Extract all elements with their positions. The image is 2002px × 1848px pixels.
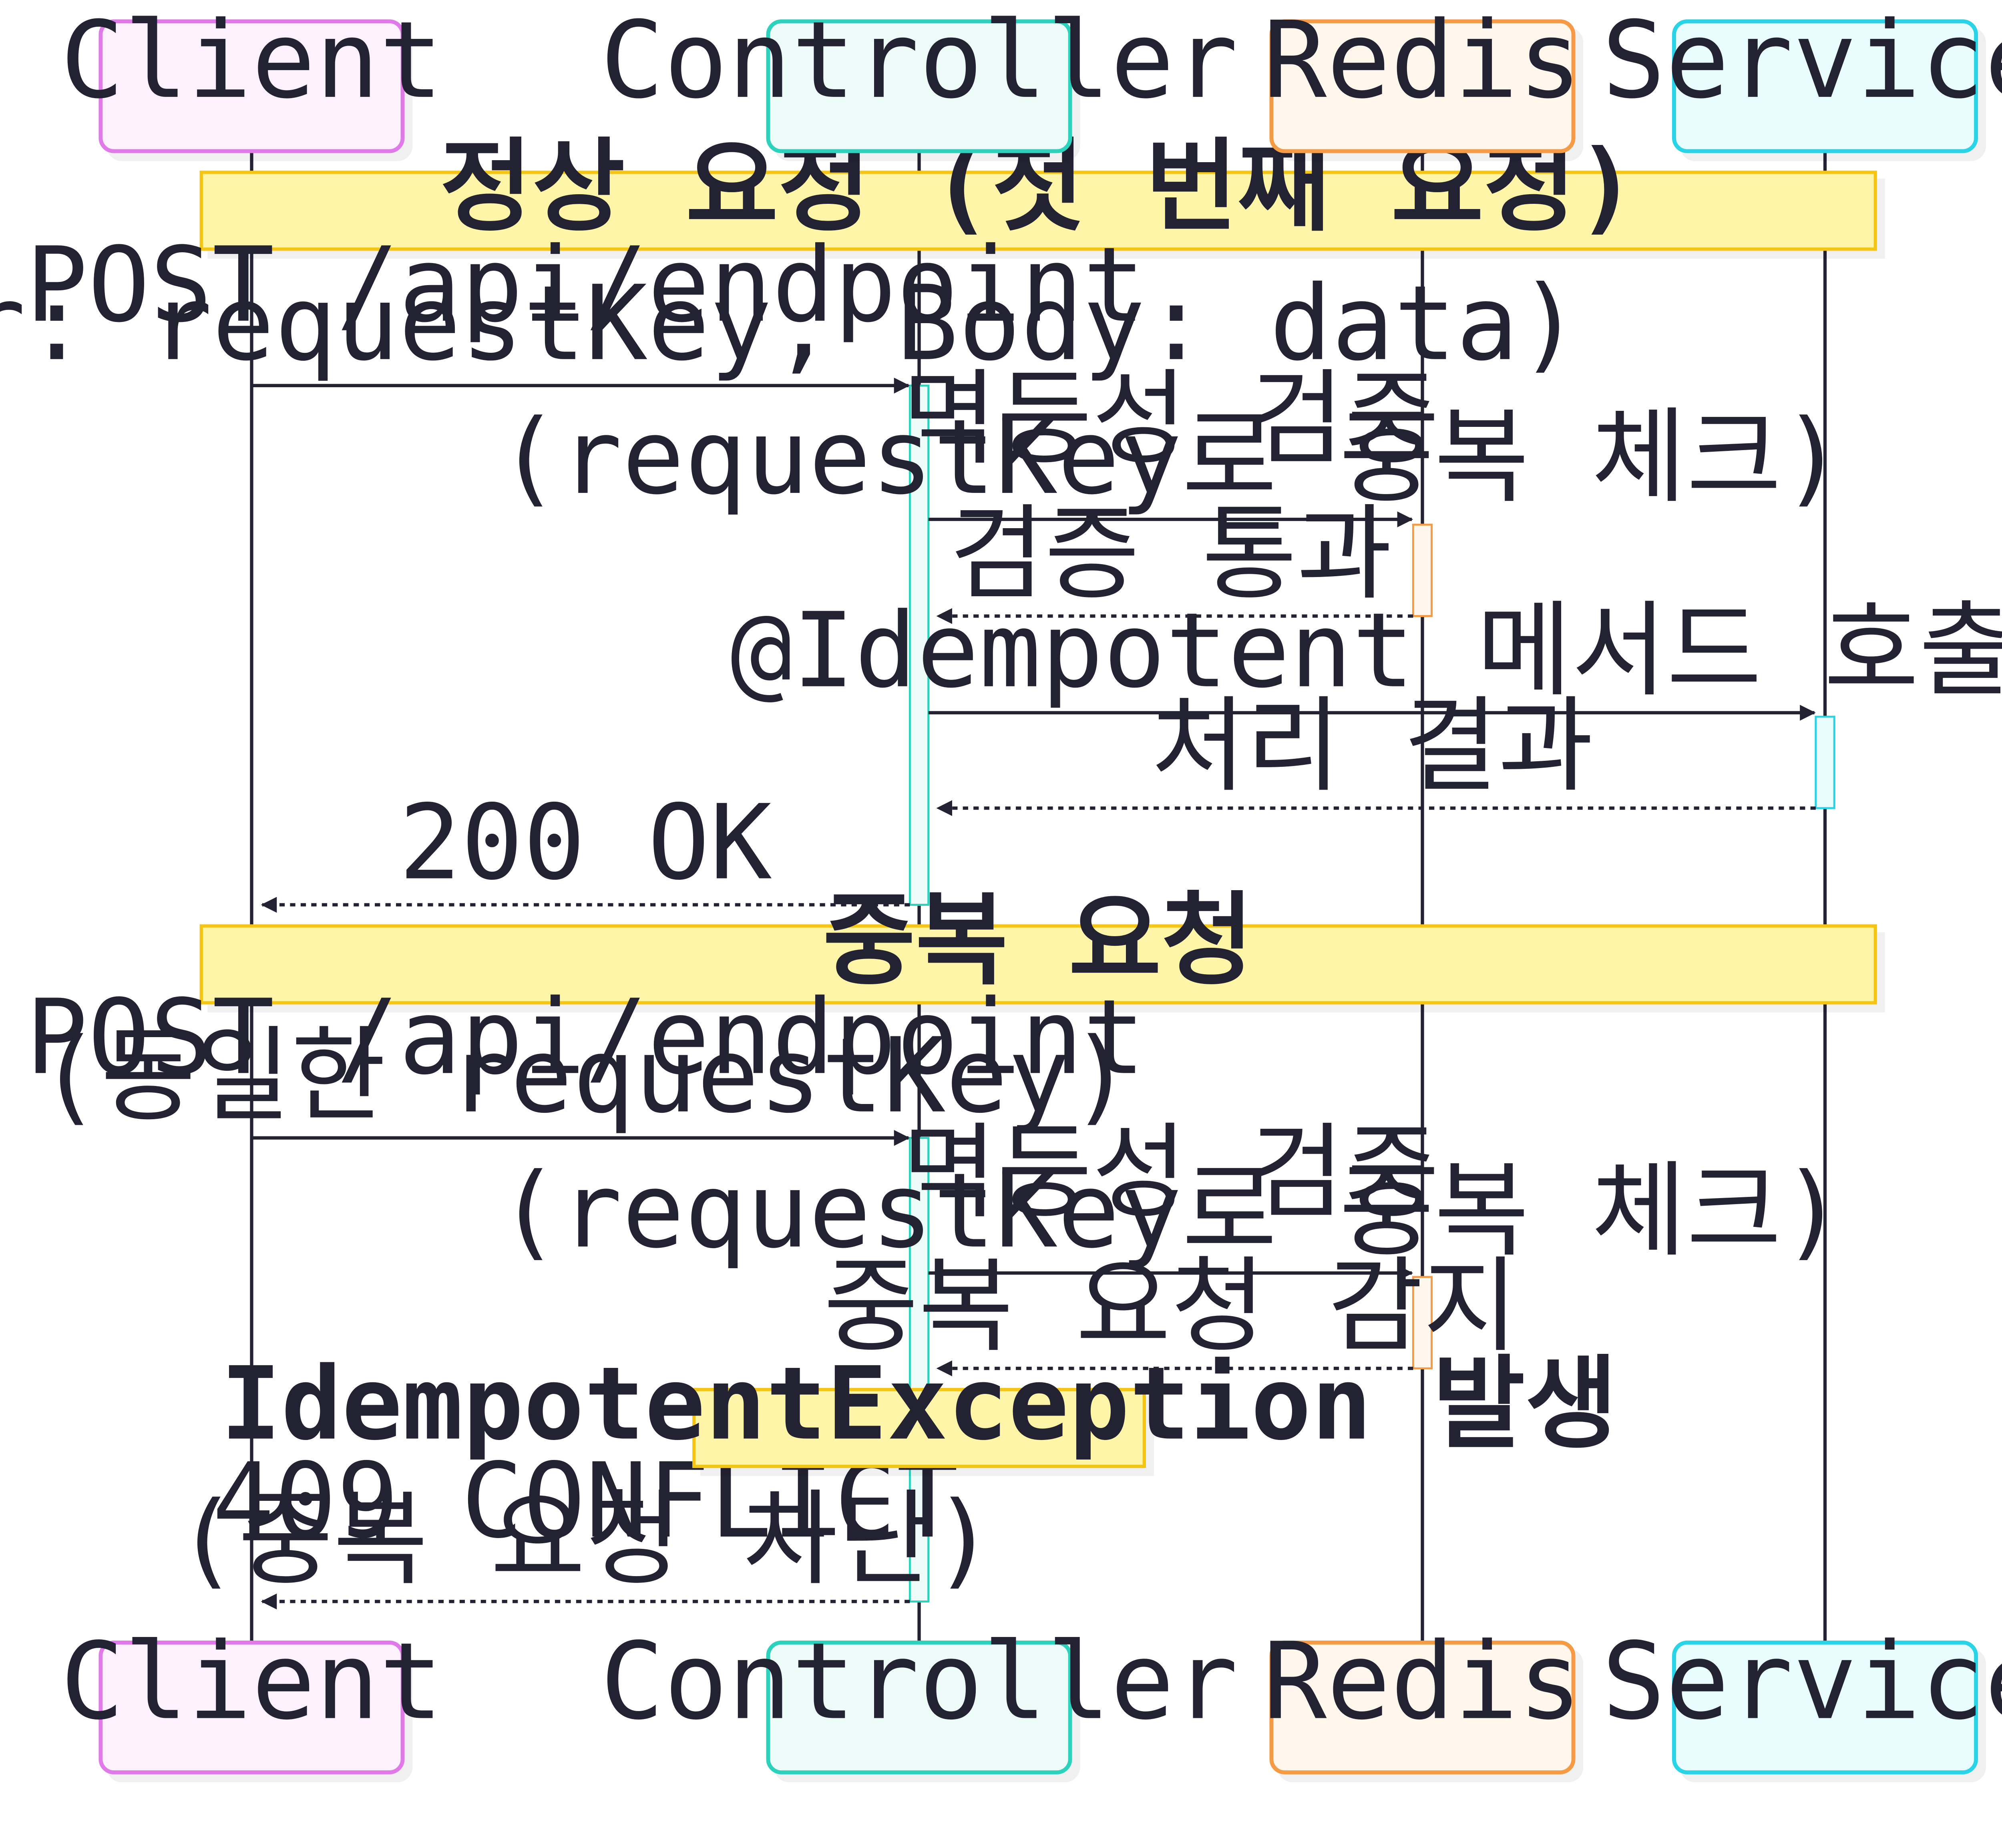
message-label: POST /api/endpoint	[26, 225, 1145, 345]
actor-box[interactable]	[1269, 1640, 1576, 1775]
message-9: 중복 요청 감지	[824, 1246, 1518, 1377]
actor-controller-bottom[interactable]: Controller	[600, 1620, 1238, 1775]
message-label: 처리 결과	[1151, 686, 1593, 806]
note-1: IdempotentException 발생	[221, 1346, 1618, 1468]
message-label: (Header: requestKey, Body: data)	[0, 263, 1580, 384]
actor-label: Controller	[600, 0, 1238, 122]
actor-label: Redis	[1263, 1620, 1582, 1743]
actor-box[interactable]	[1672, 1640, 1978, 1775]
activation-bar	[1412, 523, 1433, 617]
actor-client-bottom[interactable]: Client	[60, 1620, 443, 1775]
actor-box[interactable]	[1672, 19, 1978, 153]
actor-redis-top[interactable]: Redis	[1263, 0, 1582, 153]
actor-box[interactable]	[766, 19, 1072, 153]
actor-label: Client	[60, 0, 443, 122]
message-label: @Idempotent 메서드 호출	[730, 591, 2002, 711]
message-label: 멱등성 검증	[902, 359, 1439, 479]
note-box	[692, 1388, 1146, 1468]
message-6: 200 OK	[261, 782, 910, 913]
message-4: @Idempotent 메서드 호출	[730, 591, 2002, 721]
actor-controller-top[interactable]: Controller	[600, 0, 1238, 153]
note-label: IdempotentException 발생	[221, 1346, 1618, 1463]
section-box	[199, 924, 1877, 1005]
message-label: (requestKey로 중복 체크)	[498, 397, 1843, 517]
actor-box[interactable]	[1269, 19, 1576, 153]
message-1: POST /api/endpoint(Header: requestKey, B…	[0, 225, 1580, 394]
actor-label: Client	[60, 1620, 443, 1743]
message-label: 검증 통과	[950, 494, 1392, 614]
actor-box[interactable]	[98, 19, 405, 153]
activation-bar	[1412, 1276, 1433, 1369]
section-label: 중복 요청	[823, 882, 1254, 999]
message-2: 멱등성 검증(requestKey로 중복 체크)	[498, 359, 1844, 527]
actor-label: Service	[1602, 1620, 2002, 1743]
message-label: POST /api/endpoint	[26, 977, 1145, 1098]
activation-bar	[909, 1137, 930, 1603]
actor-label: Controller	[600, 1620, 1238, 1743]
actor-service-top[interactable]: Service	[1602, 0, 2002, 153]
message-label: (중복 요청 차단)	[176, 1479, 995, 1599]
message-7: POST /api/endpoint(동일한 requestKey)	[26, 977, 1145, 1146]
actor-service-bottom[interactable]: Service	[1602, 1620, 2002, 1775]
message-label: 멱등성 검증	[902, 1112, 1439, 1233]
actor-label: Redis	[1263, 0, 1582, 122]
activation-bar	[1815, 716, 1835, 809]
message-label: (requestKey로 중복 체크)	[498, 1151, 1843, 1271]
actor-box[interactable]	[98, 1640, 405, 1775]
message-8: 멱등성 검증(requestKey로 중복 체크)	[498, 1112, 1844, 1281]
section-1: 정상 요청 (첫 번째 요청)	[199, 129, 1877, 251]
section-box	[199, 171, 1877, 251]
message-label: 200 OK	[399, 782, 773, 903]
message-3: 검증 통과	[936, 494, 1413, 624]
activation-bar	[909, 384, 930, 906]
actor-client-top[interactable]: Client	[60, 0, 443, 153]
message-5: 처리 결과	[936, 686, 1816, 816]
message-label: (동일한 requestKey)	[38, 1016, 1132, 1136]
actor-label: Service	[1602, 0, 2002, 122]
actor-box[interactable]	[766, 1640, 1072, 1775]
section-2: 중복 요청	[199, 882, 1877, 1005]
message-label: 중복 요청 감지	[824, 1246, 1518, 1366]
actor-redis-bottom[interactable]: Redis	[1263, 1620, 1582, 1775]
